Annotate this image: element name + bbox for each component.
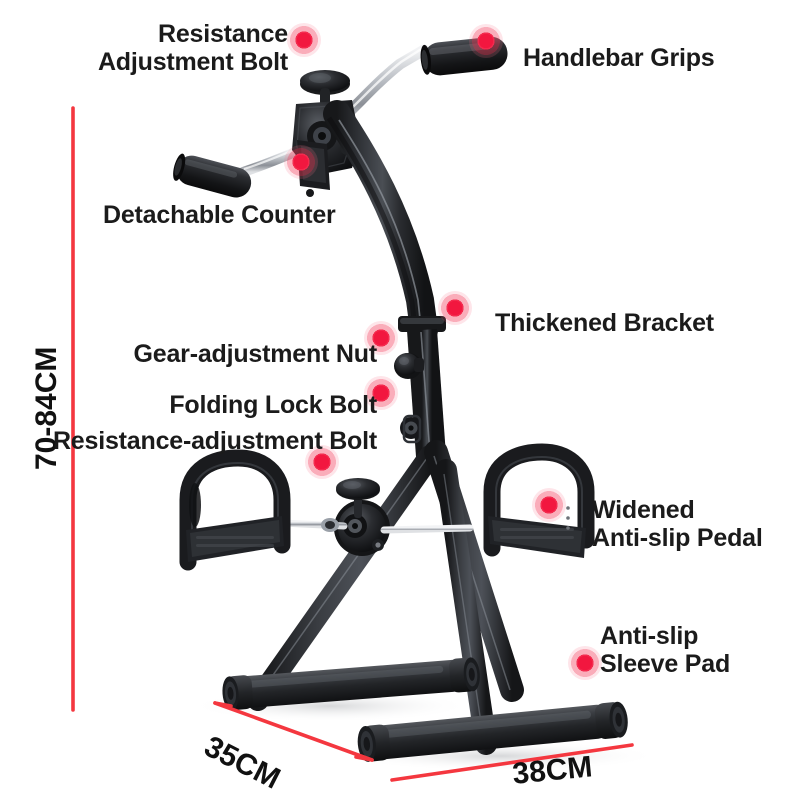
callout-line: Resistance-adjustment Bolt — [52, 427, 377, 455]
callout-widened-anti-slip-pedal: Widened Anti-slip Pedal — [592, 496, 763, 552]
depth-dimension-line — [213, 701, 374, 762]
callout-line: Anti-slip Pedal — [592, 524, 763, 552]
callout-line: Adjustment Bolt — [97, 48, 288, 76]
callout-handlebar-grips: Handlebar Grips — [523, 44, 715, 72]
callout-folding-lock-bolt: Folding Lock Bolt — [169, 391, 377, 419]
marker-dot-gear-adjustment-nut[interactable] — [364, 321, 398, 355]
callout-detachable-counter: Detachable Counter — [103, 201, 336, 229]
width-dimension-line — [390, 743, 634, 782]
callout-line: Sleeve Pad — [600, 650, 731, 678]
marker-dot-anti-slip-sleeve-pad[interactable] — [568, 646, 602, 680]
marker-dot-folding-lock-bolt[interactable] — [364, 376, 398, 410]
callout-line: Detachable Counter — [103, 201, 336, 229]
callout-line: Anti-slip — [600, 622, 699, 650]
marker-dot-detachable-counter[interactable] — [284, 145, 318, 179]
marker-dot-handlebar-grips[interactable] — [469, 24, 503, 58]
marker-dot-widened-anti-slip-pedal[interactable] — [532, 488, 566, 522]
callout-line: Folding Lock Bolt — [169, 391, 377, 419]
callout-gear-adjustment-nut: Gear-adjustment Nut — [133, 340, 378, 368]
callout-resistance-adjustment-bolt-lower: Resistance-adjustment Bolt — [53, 427, 377, 455]
marker-dot-resistance-adjustment-bolt-lower[interactable] — [305, 445, 339, 479]
callout-line: Handlebar Grips — [523, 44, 715, 72]
callout-anti-slip-sleeve-pad: Anti-slip Sleeve Pad — [600, 622, 730, 678]
marker-dot-thickened-bracket[interactable] — [438, 291, 472, 325]
callout-line: Resistance — [157, 20, 288, 48]
callout-line: Thickened Bracket — [495, 309, 714, 337]
callout-line: Gear-adjustment Nut — [133, 340, 378, 368]
callout-line: Widened — [592, 496, 695, 524]
callout-thickened-bracket: Thickened Bracket — [495, 309, 714, 337]
callout-resistance-adjustment-bolt: Resistance Adjustment Bolt — [98, 20, 288, 76]
marker-dot-resistance-adjustment-bolt[interactable] — [287, 23, 321, 57]
